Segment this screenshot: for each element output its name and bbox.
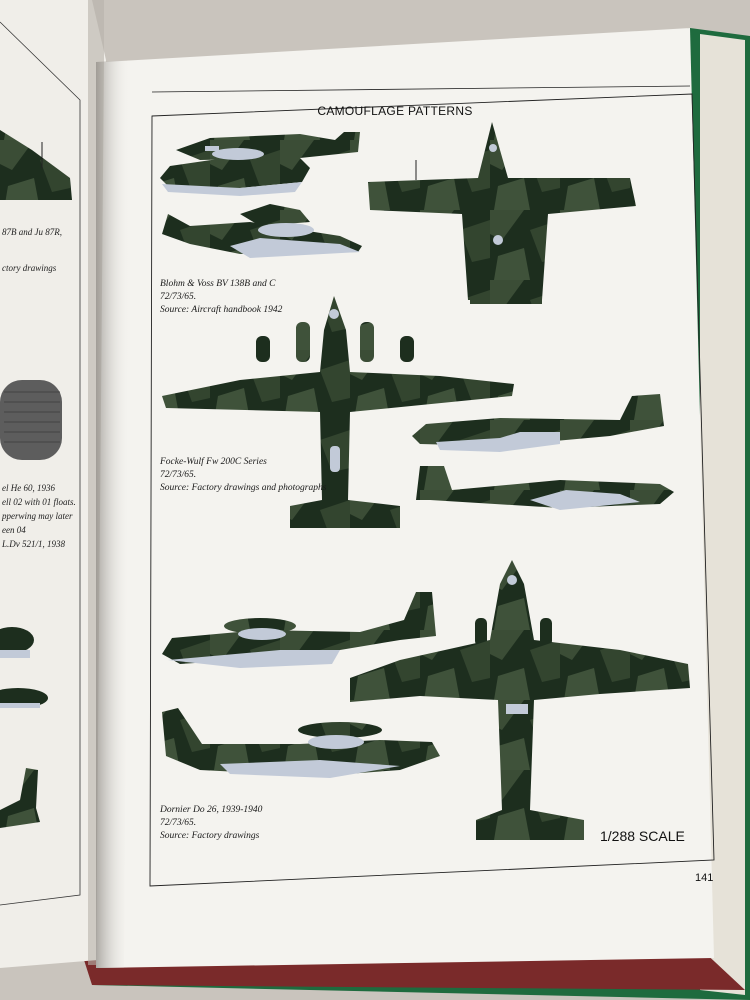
- partial-aircraft-icon: [0, 688, 48, 708]
- caption-line: Focke-Wulf Fw 200C Series: [160, 457, 267, 467]
- caption-line: Source: Factory drawings: [160, 831, 260, 841]
- partial-aircraft-icon: [0, 768, 40, 828]
- caption-line: 72/73/65.: [160, 470, 197, 480]
- left-page-text: 87B and Ju 87R,: [2, 227, 62, 237]
- partial-aircraft-icon: [0, 380, 62, 460]
- do26-side-view-top: [162, 592, 436, 668]
- caption-fw200: Focke-Wulf Fw 200C Series 72/73/65. Sour…: [160, 456, 360, 495]
- fw200-side-view-bottom: [416, 466, 674, 510]
- bv138-top-view: [368, 122, 636, 304]
- caption-line: 72/73/65.: [160, 292, 197, 302]
- gutter-shadow-right: [96, 60, 130, 968]
- fw200-side-view-top: [412, 394, 664, 452]
- left-page-text: een 04: [2, 525, 26, 535]
- do26-top-view: [350, 560, 690, 840]
- caption-line: Dornier Do 26, 1939-1940: [160, 805, 263, 815]
- page-number: 141: [695, 872, 714, 884]
- caption-do26: Dornier Do 26, 1939-1940 72/73/65. Sourc…: [160, 804, 340, 843]
- partial-aircraft-icon: [0, 130, 72, 200]
- left-page-text: pperwing may later: [2, 511, 73, 521]
- caption-line: Blohm & Voss BV 138B and C: [160, 279, 276, 289]
- right-page: [96, 28, 714, 968]
- caption-bv138: Blohm & Voss BV 138B and C 72/73/65. Sou…: [160, 278, 340, 317]
- caption-line: Source: Factory drawings and photographs: [160, 483, 327, 493]
- caption-line: Source: Aircraft handbook 1942: [160, 305, 283, 315]
- left-page-border: [0, 21, 81, 906]
- left-page-text: ell 02 with 01 floats.: [2, 497, 76, 507]
- scale-label: 1/288 SCALE: [600, 828, 685, 844]
- left-page-text: L.Dv 521/1, 1938: [2, 539, 65, 549]
- caption-line: 72/73/65.: [160, 818, 197, 828]
- left-page-text: ctory drawings: [2, 263, 57, 273]
- bv138-side-view-top: [160, 132, 360, 196]
- header-rule: [151, 85, 691, 93]
- page-frame: [149, 93, 715, 887]
- fw200-top-view: [162, 296, 514, 528]
- bv138-side-view-bottom: [162, 204, 362, 258]
- partial-aircraft-icon: [0, 627, 34, 653]
- left-page: [0, 0, 106, 968]
- page-title: CAMOUFLAGE PATTERNS: [317, 104, 473, 118]
- do26-side-view-bottom: [162, 708, 440, 778]
- left-page-text: el He 60, 1936: [2, 483, 55, 493]
